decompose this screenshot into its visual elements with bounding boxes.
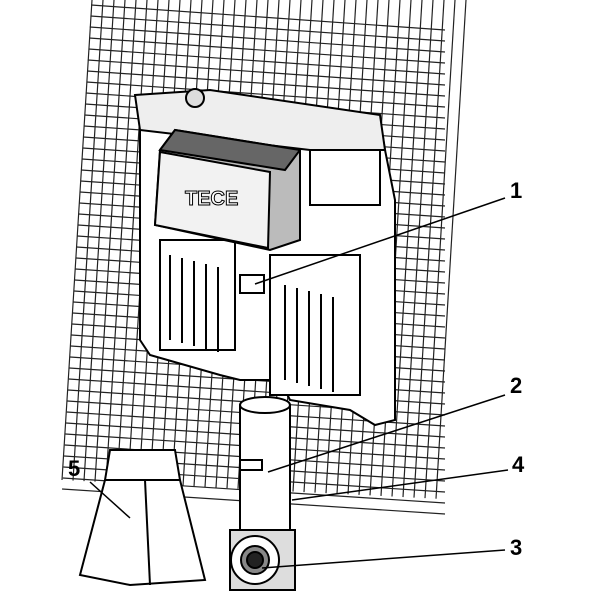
mesh-line — [88, 48, 446, 75]
mesh-line — [89, 37, 446, 64]
callout-5: 5 — [68, 456, 80, 481]
accessory-bag — [78, 449, 207, 587]
mesh-line — [89, 26, 446, 53]
flush-plate-opening — [239, 274, 265, 294]
mesh-line — [72, 0, 104, 481]
mesh-line — [86, 81, 446, 108]
drain-pipe — [229, 396, 296, 591]
mesh-line — [61, 0, 93, 481]
mesh-line — [116, 0, 148, 483]
mesh-line — [94, 0, 126, 482]
callout-3: 3 — [510, 535, 522, 560]
frame-slots — [169, 255, 334, 392]
callout-4: 4 — [512, 452, 525, 477]
mesh-line — [83, 0, 115, 482]
mesh-line — [87, 59, 446, 86]
leader-lines — [89, 197, 509, 569]
mesh-line — [87, 70, 446, 97]
cistern-cover — [153, 88, 381, 252]
callout-1: 1 — [510, 178, 522, 203]
mesh-line — [105, 0, 137, 483]
callout-2: 2 — [510, 373, 522, 398]
mesh-line — [91, 4, 446, 31]
brand-logo: TECE — [185, 188, 238, 210]
mesh-line — [90, 15, 446, 42]
